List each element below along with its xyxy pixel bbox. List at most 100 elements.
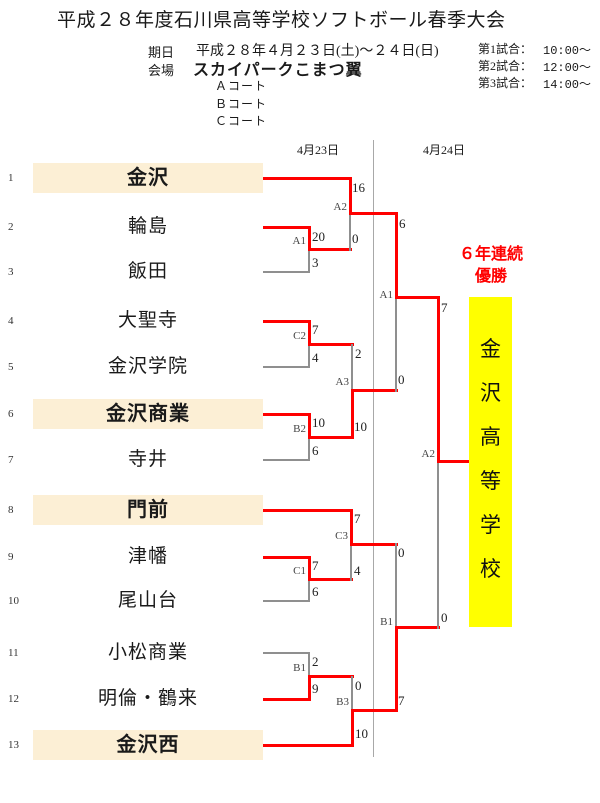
team-row: 2 輪島 bbox=[8, 212, 263, 242]
bracket-line bbox=[308, 652, 310, 677]
champion-box: 金 沢 高 等 学 校 bbox=[469, 297, 512, 627]
day2-label: 4月24日 bbox=[422, 143, 465, 157]
champion-name-char: 金 bbox=[480, 337, 501, 361]
score: 2 bbox=[312, 654, 319, 669]
score: 0 bbox=[398, 372, 405, 387]
score: 0 bbox=[352, 231, 359, 246]
bracket-line bbox=[437, 461, 439, 629]
bracket-line bbox=[308, 343, 354, 346]
match-label: A2 bbox=[421, 448, 435, 460]
page-title: 平成２８年度石川県高等学校ソフトボール春季大会 bbox=[57, 10, 506, 31]
score: 0 bbox=[398, 545, 405, 560]
bracket-line bbox=[395, 296, 440, 299]
bracket-line bbox=[350, 544, 352, 581]
team-row: 6 金沢商業 bbox=[8, 399, 263, 429]
score: 7 bbox=[441, 300, 448, 315]
team-row: 13 金沢西 bbox=[8, 730, 263, 760]
match-label: C2 bbox=[293, 330, 306, 342]
seed-number: 1 bbox=[8, 172, 14, 184]
match-label: A2 bbox=[333, 201, 347, 213]
match-label: C1 bbox=[293, 565, 306, 577]
score: 16 bbox=[352, 180, 365, 195]
team-name: 輪島 bbox=[127, 216, 168, 237]
seed-number: 6 bbox=[8, 408, 14, 420]
champion-name-char: 等 bbox=[480, 469, 501, 493]
seed-number: 2 bbox=[8, 221, 14, 233]
bracket-line bbox=[395, 297, 397, 392]
bracket-line bbox=[263, 226, 311, 229]
bracket-line bbox=[308, 578, 353, 581]
bracket-line bbox=[263, 271, 310, 273]
bracket-line bbox=[395, 212, 398, 299]
score: 4 bbox=[312, 350, 319, 365]
bracket-line bbox=[437, 296, 440, 463]
seed-number: 4 bbox=[8, 315, 14, 327]
bracket-line bbox=[263, 366, 310, 368]
bracket-line bbox=[351, 709, 398, 712]
bracket-line bbox=[308, 320, 311, 346]
score: 10 bbox=[355, 726, 368, 741]
score: 10 bbox=[312, 415, 325, 430]
venue-name: スカイパークこまつ翼 bbox=[193, 62, 363, 79]
team-name: 金沢西 bbox=[33, 730, 263, 760]
team-name: 寺井 bbox=[127, 449, 168, 470]
score: 7 bbox=[312, 322, 319, 337]
match-label: B2 bbox=[293, 423, 306, 435]
score: 7 bbox=[312, 558, 319, 573]
game2-label: 第2試合： bbox=[478, 59, 533, 73]
date-value: 平成２８年４月２３日(土)～２４日(日) bbox=[196, 44, 439, 59]
bracket-line bbox=[263, 744, 353, 747]
match-label: A1 bbox=[292, 235, 306, 247]
bracket-line bbox=[308, 436, 354, 439]
seed-number: 13 bbox=[8, 739, 19, 751]
bracket-line bbox=[263, 652, 310, 654]
bracket-line bbox=[351, 344, 353, 392]
day-divider-line bbox=[373, 140, 374, 757]
date-label: 期日 bbox=[148, 45, 175, 60]
game2-time: 12:00～ bbox=[543, 61, 592, 75]
bracket-line bbox=[308, 556, 311, 581]
score: 9 bbox=[312, 681, 319, 696]
bracket-line bbox=[263, 509, 353, 512]
bracket-line bbox=[349, 212, 398, 215]
match-label: B1 bbox=[380, 616, 393, 628]
court-c: Ｃコート bbox=[215, 114, 268, 128]
day1-label: 4月23日 bbox=[296, 143, 339, 157]
team-name: 金沢学院 bbox=[107, 356, 188, 377]
seed-number: 12 bbox=[8, 693, 19, 705]
score: 4 bbox=[354, 563, 361, 578]
game3-label: 第3試合： bbox=[478, 76, 533, 90]
score: 10 bbox=[354, 419, 367, 434]
team-name: 金沢商業 bbox=[33, 399, 263, 429]
bracket-line bbox=[349, 213, 351, 251]
champion-note-line2: 優勝 bbox=[474, 268, 507, 285]
seed-number: 5 bbox=[8, 361, 14, 373]
game1-time: 10:00～ bbox=[543, 44, 592, 58]
bracket-line bbox=[263, 177, 352, 180]
bracket-line bbox=[395, 543, 397, 629]
team-name: 尾山台 bbox=[117, 590, 178, 611]
champion-name-char: 沢 bbox=[480, 381, 501, 405]
score: 6 bbox=[312, 584, 319, 599]
bracket-line bbox=[308, 675, 311, 701]
team-name: 小松商業 bbox=[107, 642, 188, 663]
bracket-line bbox=[263, 698, 311, 701]
team-name: 津幡 bbox=[127, 546, 168, 567]
seed-number: 3 bbox=[8, 266, 14, 278]
bracket-line bbox=[351, 709, 354, 747]
bracket-line bbox=[308, 579, 310, 602]
bracket-line bbox=[308, 675, 354, 678]
score: 6 bbox=[312, 443, 319, 458]
team-name: 門前 bbox=[33, 495, 263, 525]
bracket-line bbox=[351, 389, 398, 392]
bracket-line bbox=[350, 509, 353, 546]
match-label: B3 bbox=[336, 696, 349, 708]
score: 7 bbox=[354, 511, 361, 526]
team-name: 大聖寺 bbox=[117, 310, 178, 331]
